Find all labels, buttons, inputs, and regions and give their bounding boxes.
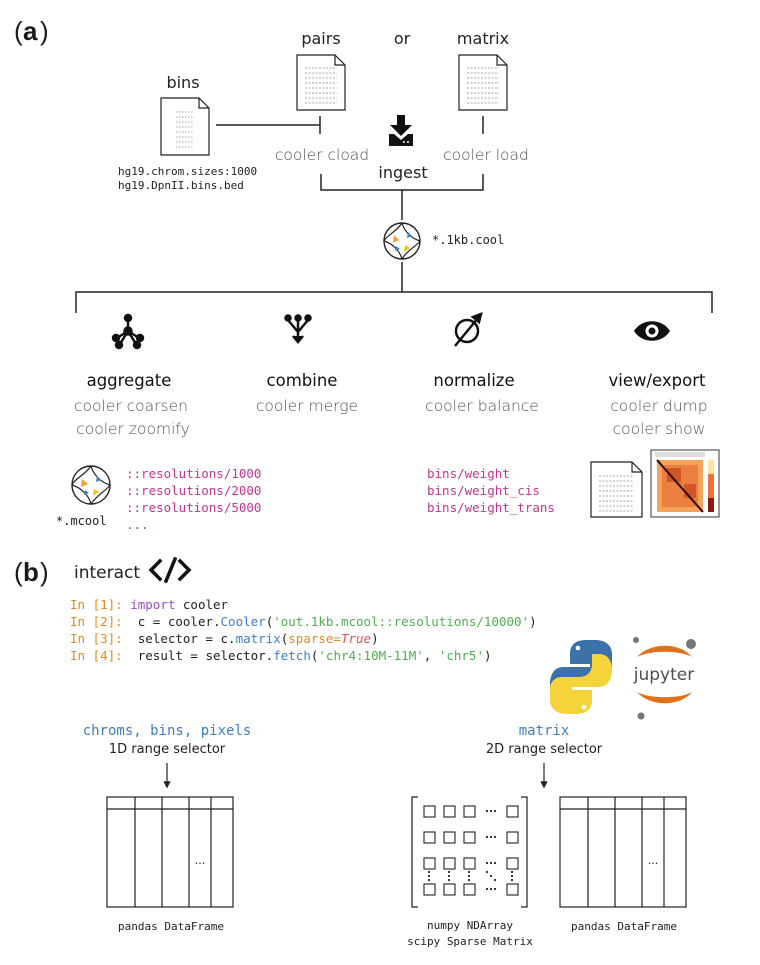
code-icon	[148, 556, 192, 584]
operations-bracket	[75, 291, 713, 313]
code-token: )	[484, 648, 492, 663]
code-token: sparse=	[288, 631, 341, 646]
right-dataframe-label: pandas DataFrame	[571, 920, 677, 933]
resolution-5000: ::resolutions/5000	[126, 500, 261, 515]
code-prompt: In [4]:	[70, 648, 130, 663]
code-line: In [3]: selector = c.matrix(sparse=True)	[70, 631, 379, 646]
right-selector-title: matrix	[519, 723, 570, 739]
right-selector-subtitle: 2D range selector	[486, 742, 603, 757]
sparse-matrix-label: scipy Sparse Matrix	[407, 935, 533, 948]
code-token: (	[266, 614, 274, 629]
code-token: 'out.1kb.mcool::resolutions/10000'	[273, 614, 529, 629]
code-prompt: In [2]:	[70, 614, 130, 629]
cooler-load-label: cooler load	[443, 146, 529, 164]
code-token: c = cooler.	[130, 614, 220, 629]
code-token: import	[130, 597, 175, 612]
right-dataframe-ellipsis: ...	[648, 854, 659, 867]
resolution-1000: ::resolutions/1000	[126, 466, 261, 481]
resolution-2000: ::resolutions/2000	[126, 483, 261, 498]
panel-a-label: ( a )	[14, 16, 49, 46]
eye-icon	[634, 321, 670, 341]
mcool-file-label: *.mcool	[56, 514, 107, 528]
resolution-ellipsis: ...	[126, 517, 149, 532]
dump-document-icon	[590, 461, 643, 518]
panel-b-letter: b	[23, 557, 39, 587]
cooler-cload-label: cooler cload	[275, 146, 369, 164]
combine-icon	[284, 314, 312, 344]
cooler-coarsen-label: cooler coarsen	[74, 397, 188, 415]
mcool-logo-icon	[71, 465, 111, 505]
jupyter-wordmark: jupyter	[633, 665, 694, 685]
normalize-icon	[454, 311, 483, 347]
view-export-title: view/export	[608, 371, 706, 390]
cooler-dump-label: cooler dump	[610, 397, 707, 415]
download-icon	[389, 115, 413, 146]
code-token: fetch	[273, 648, 311, 663]
cool-file-label: *.1kb.cool	[432, 233, 504, 247]
code-prompt: In [3]:	[70, 631, 130, 646]
bins-document-icon	[160, 97, 210, 156]
left-selector-title: chroms, bins, pixels	[83, 723, 252, 739]
pairs-label: pairs	[301, 29, 340, 48]
weight-trans-label: bins/weight_trans	[427, 500, 555, 515]
cooler-show-label: cooler show	[613, 420, 706, 438]
ingest-label: ingest	[378, 163, 427, 182]
cooler-merge-label: cooler merge	[256, 397, 358, 415]
code-token: result = selector.	[130, 648, 273, 663]
weight-label: bins/weight	[427, 466, 510, 481]
code-line: In [4]: result = selector.fetch('chr4:10…	[70, 648, 492, 663]
code-token: selector = c.	[130, 631, 235, 646]
weight-cis-label: bins/weight_cis	[427, 483, 540, 498]
normalize-title: normalize	[433, 371, 514, 390]
left-dataframe-label: pandas DataFrame	[118, 920, 224, 933]
mcool-resolutions: ::resolutions/1000 ::resolutions/2000 ::…	[126, 466, 261, 532]
combine-title: combine	[267, 371, 338, 390]
code-token: 'chr5'	[439, 648, 484, 663]
aggregate-title: aggregate	[87, 371, 172, 390]
code-token: Cooler	[221, 614, 267, 629]
bins-label: bins	[166, 73, 199, 92]
svg-text:): )	[40, 16, 49, 46]
panel-a-letter: a	[23, 16, 38, 46]
aggregate-icon	[111, 313, 145, 350]
left-dataframe-ellipsis: ...	[195, 854, 206, 867]
code-token: 'chr4:10M-11M'	[318, 648, 423, 663]
weight-columns: bins/weight bins/weight_cis bins/weight_…	[427, 466, 555, 515]
left-dataframe-table	[106, 796, 234, 908]
panel-b-label: ( b )	[14, 557, 49, 587]
right-dataframe-table	[559, 796, 687, 908]
left-selector-subtitle: 1D range selector	[109, 742, 226, 757]
cooler-balance-label: cooler balance	[425, 397, 539, 415]
ndarray-label: numpy NDArray	[427, 919, 513, 932]
pairs-document-icon	[296, 54, 346, 111]
code-block: In [1]: import cooler In [2]: c = cooler.…	[70, 597, 537, 663]
code-token: )	[529, 614, 537, 629]
cooler-logo-icon	[383, 222, 421, 260]
cooler-zoomify-label: cooler zoomify	[76, 420, 190, 438]
matrix-document-icon	[458, 54, 508, 111]
code-token: matrix	[236, 631, 282, 646]
matrix-label: matrix	[457, 29, 509, 48]
python-logo	[550, 640, 612, 714]
svg-text:(: (	[14, 557, 23, 587]
bins-file-bed: hg19.DpnII.bins.bed	[118, 179, 244, 192]
code-line: In [1]: import cooler	[70, 597, 229, 612]
interact-label: interact	[74, 563, 140, 583]
heatmap-viewer-icon	[650, 449, 720, 518]
code-token: ,	[424, 648, 439, 663]
svg-text:(: (	[14, 16, 23, 46]
svg-text:): )	[40, 557, 49, 587]
code-token: cooler	[175, 597, 228, 612]
code-token: True	[341, 631, 371, 646]
code-token: (	[311, 648, 319, 663]
code-line: In [2]: c = cooler.Cooler('out.1kb.mcool…	[70, 614, 537, 629]
code-prompt: In [1]:	[70, 597, 130, 612]
bins-file-chromsizes: hg19.chrom.sizes:1000	[118, 165, 257, 178]
or-label: or	[394, 29, 411, 48]
jupyter-logo: jupyter	[633, 637, 696, 720]
ndarray-matrix	[411, 796, 528, 908]
code-token: (	[281, 631, 289, 646]
code-token: )	[371, 631, 379, 646]
